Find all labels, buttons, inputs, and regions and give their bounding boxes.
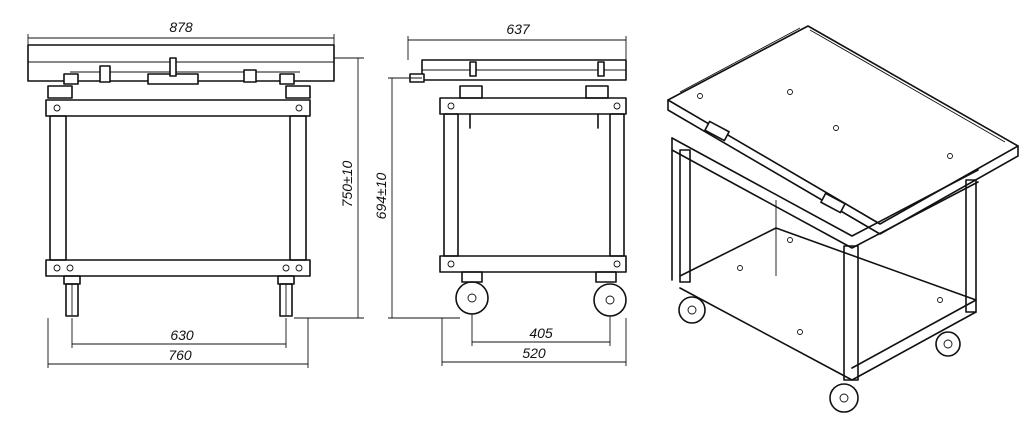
dimension-520: 520 — [441, 318, 627, 366]
dimension-405: 405 — [471, 314, 611, 346]
dimension-label-front-base: 760 — [168, 347, 192, 363]
dimension-878: 878 — [27, 19, 335, 45]
dimension-label-front-top: 878 — [169, 19, 193, 35]
dimension-label-side-casters: 405 — [529, 325, 553, 341]
dimension-label-front-height: 750±10 — [339, 160, 355, 207]
dimension-label-side-top: 637 — [506, 21, 531, 37]
dimension-label-front-casters: 630 — [170, 327, 194, 343]
dimension-760: 760 — [47, 318, 309, 368]
caster-wheel — [277, 275, 295, 317]
dimension-label-side-base: 520 — [522, 345, 546, 361]
caster-wheel — [63, 275, 81, 317]
front-view: 878 750±10 630 760 — [27, 19, 364, 368]
dimension-label-side-height: 694±10 — [373, 172, 389, 219]
caster-wheel — [593, 271, 627, 317]
caster-wheel — [678, 296, 706, 324]
side-view: 637 694±10 405 520 — [373, 21, 627, 366]
dimension-694: 694±10 — [373, 77, 460, 319]
dimension-750: 750±10 — [294, 57, 364, 319]
caster-wheel — [829, 383, 859, 413]
dimension-630: 630 — [71, 318, 287, 348]
isometric-view — [667, 25, 1019, 413]
caster-wheel — [455, 271, 489, 315]
caster-wheel — [935, 331, 961, 357]
dimension-637: 637 — [407, 21, 627, 60]
